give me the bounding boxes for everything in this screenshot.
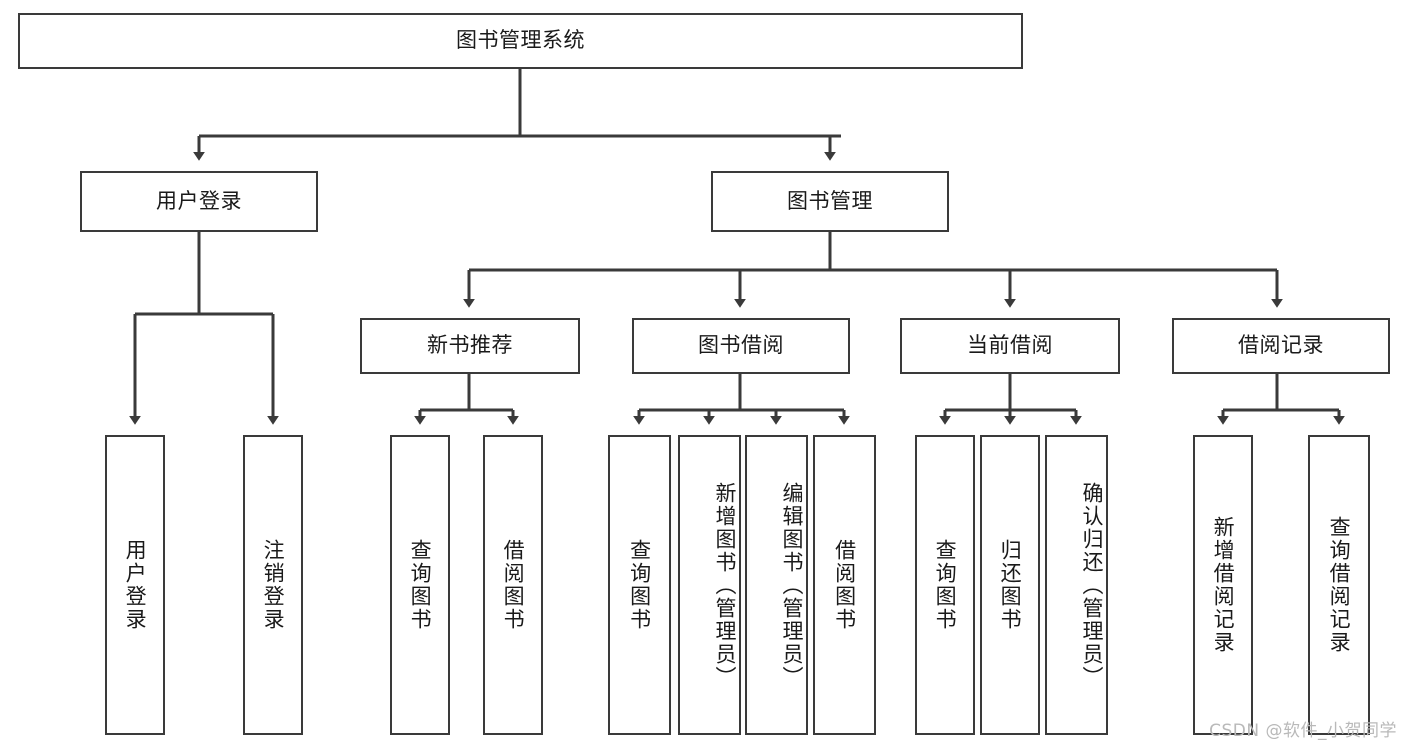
node-leaf-query-borrow-record[interactable]: 查询借阅记录 — [1308, 435, 1370, 735]
node-leaf-borrow-book-recommend-label: 借阅图书 — [501, 539, 526, 631]
node-leaf-return-book-label: 归还图书 — [998, 539, 1023, 631]
node-leaf-query-book-current[interactable]: 查询图书 — [915, 435, 975, 735]
node-borrow-record-label: 借阅记录 — [1238, 333, 1324, 358]
node-leaf-query-book-recommend-label: 查询图书 — [408, 539, 433, 631]
node-root-label: 图书管理系统 — [456, 28, 585, 53]
node-user-login[interactable]: 用户登录 — [80, 171, 318, 232]
node-leaf-edit-book-admin[interactable]: 编辑图书（管理员） — [745, 435, 808, 735]
node-leaf-add-book-admin[interactable]: 新增图书（管理员） — [678, 435, 741, 735]
node-borrow-record[interactable]: 借阅记录 — [1172, 318, 1390, 374]
node-leaf-user-login-label: 用户登录 — [123, 539, 148, 631]
node-leaf-borrow-book-label: 借阅图书 — [832, 539, 857, 631]
node-leaf-query-book-borrow-label: 查询图书 — [627, 539, 652, 631]
node-leaf-query-book-current-label: 查询图书 — [933, 539, 958, 631]
node-leaf-user-login[interactable]: 用户登录 — [105, 435, 165, 735]
node-book-borrow-label: 图书借阅 — [698, 333, 784, 358]
node-leaf-logout[interactable]: 注销登录 — [243, 435, 303, 735]
node-leaf-borrow-book[interactable]: 借阅图书 — [813, 435, 876, 735]
node-book-management[interactable]: 图书管理 — [711, 171, 949, 232]
node-new-book-recommend-label: 新书推荐 — [427, 333, 513, 358]
node-leaf-edit-book-admin-label: 编辑图书（管理员） — [780, 481, 804, 689]
node-leaf-query-book-recommend[interactable]: 查询图书 — [390, 435, 450, 735]
node-book-management-label: 图书管理 — [787, 188, 873, 213]
node-user-login-label: 用户登录 — [156, 188, 242, 213]
node-leaf-add-borrow-record[interactable]: 新增借阅记录 — [1193, 435, 1253, 735]
node-leaf-logout-label: 注销登录 — [261, 539, 286, 631]
node-leaf-return-book[interactable]: 归还图书 — [980, 435, 1040, 735]
node-current-borrow-label: 当前借阅 — [967, 333, 1053, 358]
node-new-book-recommend[interactable]: 新书推荐 — [360, 318, 580, 374]
node-root[interactable]: 图书管理系统 — [18, 13, 1023, 69]
node-book-borrow[interactable]: 图书借阅 — [632, 318, 850, 374]
node-leaf-query-book-borrow[interactable]: 查询图书 — [608, 435, 671, 735]
node-leaf-confirm-return-admin-label: 确认归还（管理员） — [1080, 481, 1104, 689]
node-current-borrow[interactable]: 当前借阅 — [900, 318, 1120, 374]
node-leaf-confirm-return-admin[interactable]: 确认归还（管理员） — [1045, 435, 1108, 735]
node-leaf-borrow-book-recommend[interactable]: 借阅图书 — [483, 435, 543, 735]
node-leaf-add-borrow-record-label: 新增借阅记录 — [1211, 516, 1236, 654]
node-leaf-add-book-admin-label: 新增图书（管理员） — [713, 481, 737, 689]
node-leaf-query-borrow-record-label: 查询借阅记录 — [1327, 516, 1352, 654]
csdn-watermark: CSDN @软件_小贺同学 — [1209, 721, 1397, 741]
